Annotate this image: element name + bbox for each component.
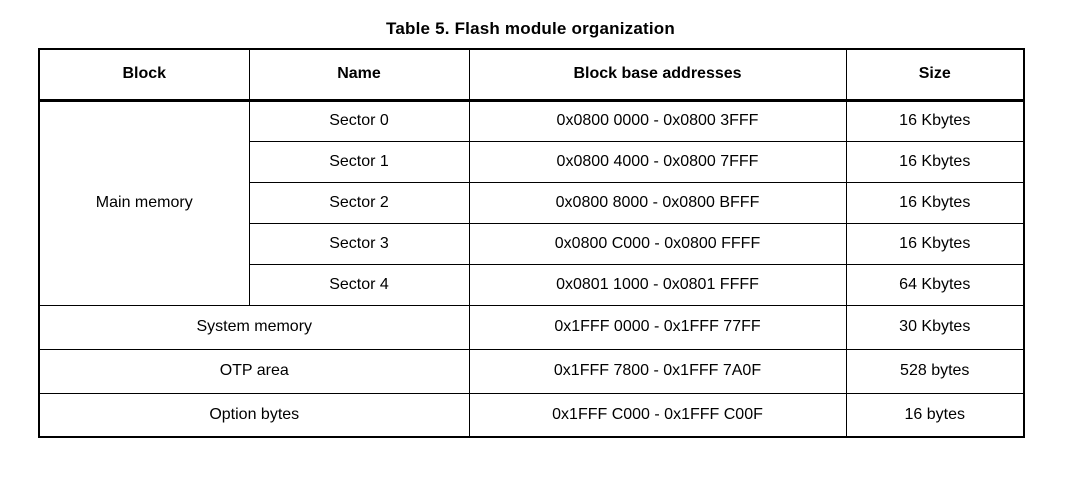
header-cell-block: Block	[38, 48, 250, 102]
cell-name: Sector 1	[248, 140, 470, 183]
cell-addresses: 0x0800 0000 - 0x0800 3FFF	[468, 99, 847, 142]
table-row: OTP area 0x1FFF 7800 - 0x1FFF 7A0F 528 b…	[38, 348, 1025, 394]
table-row: System memory 0x1FFF 0000 - 0x1FFF 77FF …	[38, 304, 1025, 350]
cell-size: 16 Kbytes	[845, 99, 1025, 142]
table-caption: Table 5. Flash module organization	[386, 19, 675, 38]
cell-size: 64 Kbytes	[845, 263, 1025, 306]
table-row: Sector 1 0x0800 4000 - 0x0800 7FFF 16 Kb…	[39, 140, 1025, 183]
cell-size: 30 Kbytes	[845, 304, 1025, 350]
table-row: Main memory Sector 0 0x0800 0000 - 0x080…	[38, 99, 1025, 306]
cell-addresses: 0x1FFF 7800 - 0x1FFF 7A0F	[468, 348, 847, 394]
cell-size: 16 bytes	[845, 392, 1025, 438]
cell-addresses: 0x0800 C000 - 0x0800 FFFF	[468, 222, 847, 265]
table-row: Sector 2 0x0800 8000 - 0x0800 BFFF 16 Kb…	[39, 181, 1025, 224]
cell-size: 16 Kbytes	[845, 140, 1025, 183]
header-row: Block Name Block base addresses Size	[38, 48, 1025, 102]
cell-addresses: 0x0801 1000 - 0x0801 FFFF	[468, 263, 847, 306]
cell-size: 16 Kbytes	[845, 181, 1025, 224]
cell-block-main-memory: Main memory	[38, 99, 250, 306]
header-cell-addresses: Block base addresses	[468, 48, 847, 102]
table-row: Option bytes 0x1FFF C000 - 0x1FFF C00F 1…	[38, 392, 1025, 438]
cell-size: 528 bytes	[845, 348, 1025, 394]
table-row: Sector 4 0x0801 1000 - 0x0801 FFFF 64 Kb…	[39, 263, 1025, 306]
cell-addresses: 0x0800 4000 - 0x0800 7FFF	[468, 140, 847, 183]
cell-addresses: 0x1FFF C000 - 0x1FFF C00F	[468, 392, 847, 438]
cell-block-otp-area: OTP area	[38, 348, 470, 394]
cell-name: Sector 4	[248, 263, 470, 306]
cell-addresses: 0x1FFF 0000 - 0x1FFF 77FF	[468, 304, 847, 350]
cell-block-option-bytes: Option bytes	[38, 392, 470, 438]
header-cell-size: Size	[845, 48, 1025, 102]
cell-size: 16 Kbytes	[845, 222, 1025, 265]
cell-name: Sector 2	[248, 181, 470, 224]
cell-block-system-memory: System memory	[38, 304, 470, 350]
header-cell-name: Name	[248, 48, 470, 102]
cell-name: Sector 3	[248, 222, 470, 265]
table-row: Sector 3 0x0800 C000 - 0x0800 FFFF 16 Kb…	[39, 222, 1025, 265]
cell-addresses: 0x0800 8000 - 0x0800 BFFF	[468, 181, 847, 224]
cell-name: Sector 0	[248, 99, 470, 142]
flash-module-table: Block Name Block base addresses Size Mai…	[38, 48, 1025, 438]
